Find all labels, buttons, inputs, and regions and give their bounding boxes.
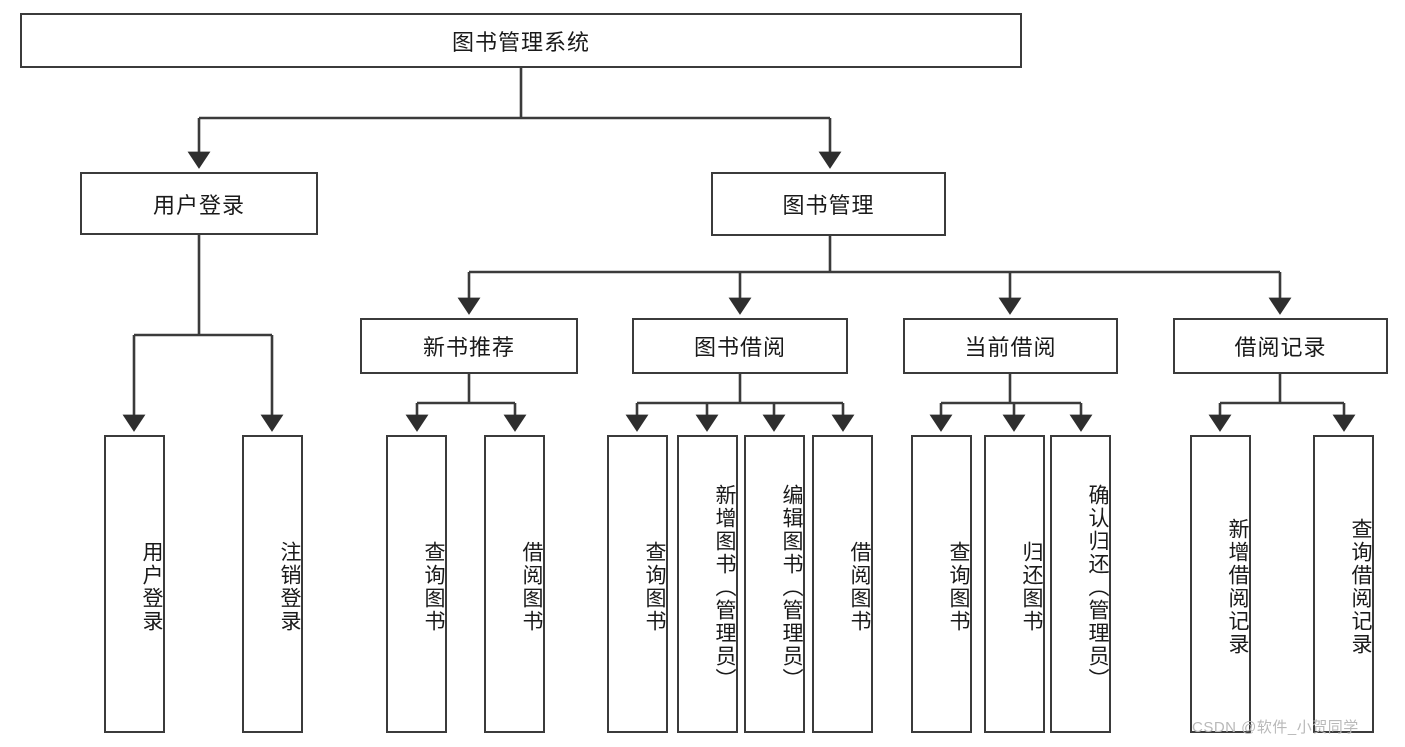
node-book-management[interactable]: 图书管理 [711,172,946,236]
node-leaf-confirm-return-admin[interactable]: 确认归还（管理员） [1050,435,1111,733]
node-leaf-edit-book-admin[interactable]: 编辑图书（管理员） [744,435,805,733]
watermark: CSDN @软件_小贺同学 [1192,719,1359,736]
node-leaf-return-book[interactable]: 归还图书 [984,435,1045,733]
node-leaf-query-book-borrow[interactable]: 查询图书 [607,435,668,733]
node-leaf-add-borrow-record[interactable]: 新增借阅记录 [1190,435,1251,733]
node-leaf-user-login[interactable]: 用户登录 [104,435,165,733]
node-book-borrow[interactable]: 图书借阅 [632,318,848,374]
node-leaf-query-borrow-record[interactable]: 查询借阅记录 [1313,435,1374,733]
node-root[interactable]: 图书管理系统 [20,13,1022,68]
node-leaf-add-book-admin[interactable]: 新增图书（管理员） [677,435,738,733]
node-leaf-borrow-book-recommend[interactable]: 借阅图书 [484,435,545,733]
node-borrow-record[interactable]: 借阅记录 [1173,318,1388,374]
node-leaf-query-book-recommend[interactable]: 查询图书 [386,435,447,733]
node-leaf-query-book-current[interactable]: 查询图书 [911,435,972,733]
node-current-borrow[interactable]: 当前借阅 [903,318,1118,374]
node-leaf-borrow-book[interactable]: 借阅图书 [812,435,873,733]
node-user-login[interactable]: 用户登录 [80,172,318,235]
node-new-book-recommend[interactable]: 新书推荐 [360,318,578,374]
node-leaf-user-logout[interactable]: 注销登录 [242,435,303,733]
